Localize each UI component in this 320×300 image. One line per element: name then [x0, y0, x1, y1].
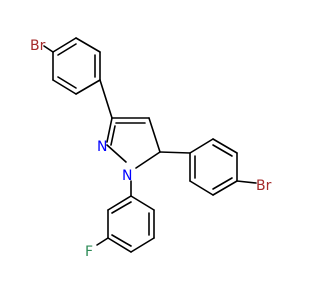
fluorophenyl-ring [107, 195, 155, 253]
bond-c-br-right [236, 180, 257, 184]
bond-pyrazole-to-right-ring [159, 151, 191, 154]
bond-c-br-top [43, 45, 54, 53]
molecule-structure: Br N N Br F [30, 37, 272, 260]
right-bromophenyl-ring [189, 138, 238, 196]
atom-n2: N [97, 139, 107, 155]
bond-top-ring-to-pyrazole [99, 79, 113, 119]
pyrazole-ring [106, 117, 161, 169]
atom-f: F [85, 244, 93, 260]
bond-c-f [96, 237, 109, 246]
atom-br-right: Br [256, 178, 272, 194]
atom-br-top: Br [30, 38, 46, 54]
top-bromophenyl-ring [52, 37, 101, 95]
atom-n1: N [122, 168, 132, 184]
